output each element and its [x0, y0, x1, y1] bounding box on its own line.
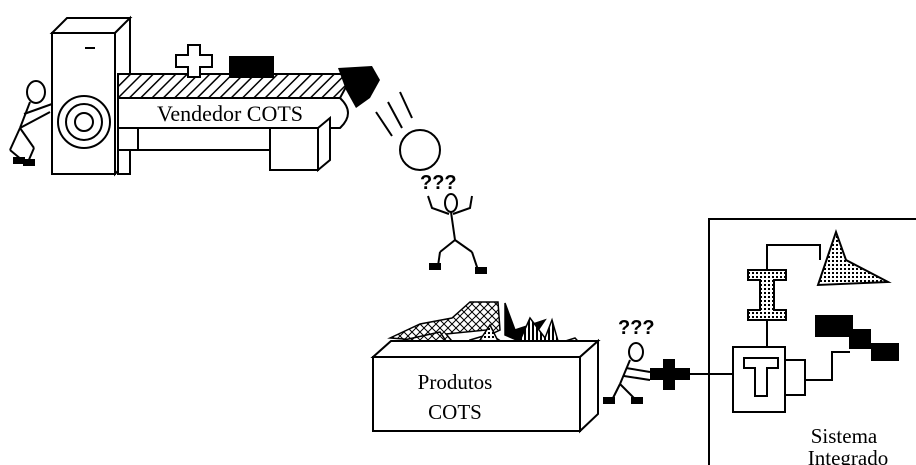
- question-marks-top: ???: [420, 172, 457, 194]
- peak-icon: [818, 232, 888, 285]
- i-beam-icon: [748, 270, 786, 320]
- products-label-line1: Produtos: [418, 370, 493, 394]
- system-label-line1: Sistema: [811, 424, 878, 448]
- vendor-label: Vendedor COTS: [157, 101, 303, 126]
- integrator-figure: [604, 343, 650, 403]
- vendor-machine: [52, 18, 353, 174]
- black-plus-icon: [650, 359, 690, 390]
- falling-product: [376, 92, 440, 170]
- products-box-side: [580, 341, 598, 431]
- black-block-icon: [229, 56, 274, 78]
- confused-person-figure: [428, 194, 486, 273]
- black-stairs-icon: [816, 316, 898, 360]
- system-label-line2: Integrado: [808, 446, 888, 465]
- products-label-line2: COTS: [428, 400, 482, 424]
- question-marks-bottom: ???: [618, 317, 655, 339]
- worker-left-figure: [10, 81, 52, 165]
- machine-leg: [270, 128, 318, 170]
- plus-shape-icon: [176, 45, 212, 77]
